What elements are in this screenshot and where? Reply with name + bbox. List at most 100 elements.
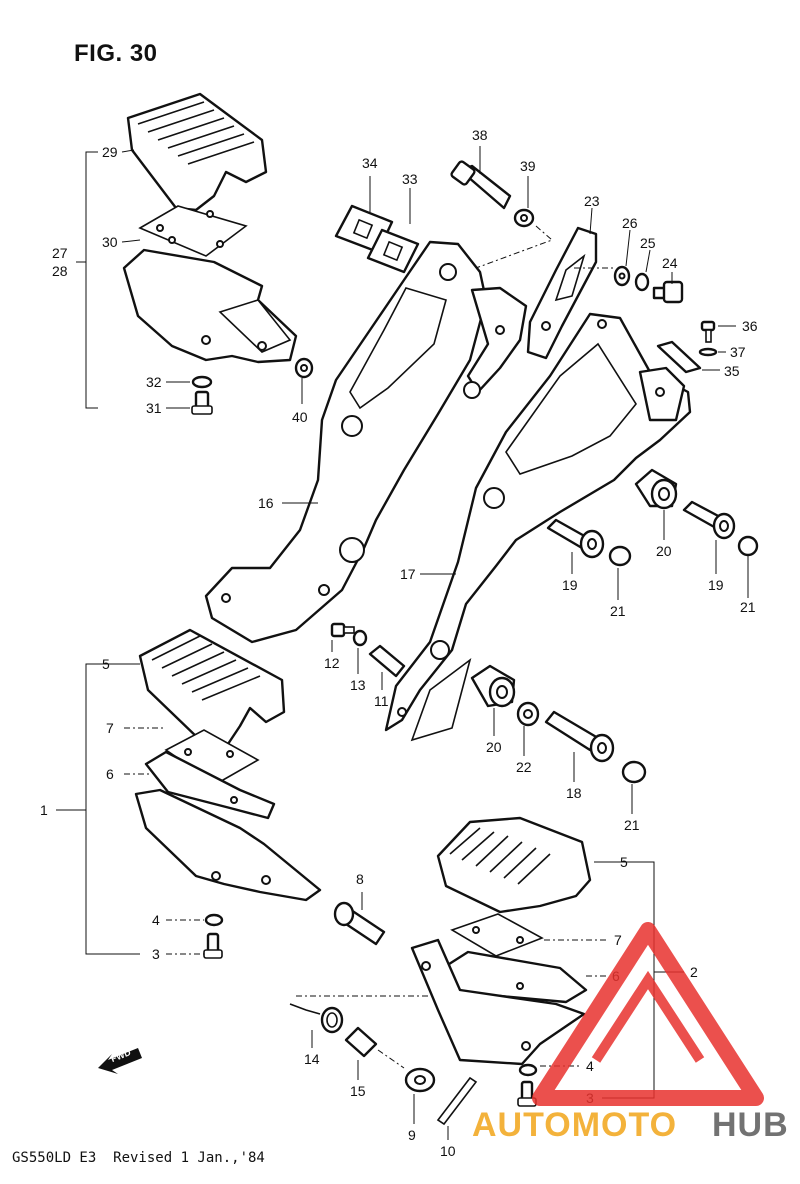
bracket-16 <box>204 240 528 644</box>
callout-14: 14 <box>304 1051 320 1067</box>
callout-26: 26 <box>622 215 638 231</box>
callout-5-right: 5 <box>620 854 628 870</box>
bolt-24 <box>652 280 684 304</box>
washer-4-right <box>518 1063 538 1077</box>
callout-12: 12 <box>324 655 340 671</box>
footrest-plate-30 <box>138 205 248 257</box>
footrest-pad-5-left <box>138 628 286 746</box>
footrest-pad-5-right <box>436 816 592 914</box>
callout-1: 1 <box>40 802 48 818</box>
washer-22 <box>516 701 540 727</box>
pin-8 <box>333 901 386 946</box>
collar-15 <box>344 1026 378 1058</box>
callout-25: 25 <box>640 235 656 251</box>
footrest-bracket-upper <box>122 248 298 364</box>
cotter-pin-10 <box>436 1076 478 1126</box>
washer-13 <box>352 629 368 647</box>
cap-21-a <box>608 545 632 567</box>
plate-23 <box>526 226 598 360</box>
callout-7-left: 7 <box>106 720 114 736</box>
callout-7-right: 7 <box>614 932 622 948</box>
callout-9: 9 <box>408 1127 416 1143</box>
callout-15: 15 <box>350 1083 366 1099</box>
callout-32: 32 <box>146 374 162 390</box>
washer-4-left <box>204 913 224 927</box>
callout-18: 18 <box>566 785 582 801</box>
footer-revision-note: GS550LD E3 Revised 1 Jan.,'84 <box>12 1150 265 1166</box>
cap-21-c <box>621 760 647 784</box>
footrest-base-left <box>134 788 322 902</box>
callout-19-right: 19 <box>708 577 724 593</box>
bolt-18 <box>544 710 615 763</box>
callout-4-left: 4 <box>152 912 160 928</box>
callout-21-c: 21 <box>624 817 640 833</box>
callout-35: 35 <box>724 363 740 379</box>
callout-29: 29 <box>102 144 118 160</box>
callout-20-lower: 20 <box>486 739 502 755</box>
callout-30: 30 <box>102 234 118 250</box>
bolt-38 <box>450 160 512 210</box>
plate-11 <box>368 644 406 678</box>
bolt-3-right <box>517 1080 537 1107</box>
washer-32 <box>191 375 213 389</box>
bracket-17 <box>384 312 692 742</box>
callout-6-left: 6 <box>106 766 114 782</box>
callout-3-left: 3 <box>152 946 160 962</box>
callout-19-left: 19 <box>562 577 578 593</box>
callout-38: 38 <box>472 127 488 143</box>
figure-title: FIG. 30 <box>74 40 158 67</box>
callout-28: 28 <box>52 263 68 279</box>
callout-23: 23 <box>584 193 600 209</box>
callout-21-a: 21 <box>610 603 626 619</box>
watermark-logo: AUTOMOTO HUB <box>472 922 789 1144</box>
washer-37 <box>698 347 718 357</box>
callout-13: 13 <box>350 677 366 693</box>
callout-31: 31 <box>146 400 162 416</box>
watermark-text-part2: HUB <box>712 1106 789 1144</box>
callout-21-b: 21 <box>740 599 756 615</box>
rubber-33 <box>366 228 420 274</box>
footrest-bracket-6-left <box>144 750 276 820</box>
callout-40: 40 <box>292 409 308 425</box>
callout-34: 34 <box>362 155 378 171</box>
washer-9 <box>404 1067 436 1093</box>
fwd-arrow-icon: FWD <box>98 1047 142 1074</box>
collar-20-lower <box>470 664 516 708</box>
footrest-base-right <box>410 938 586 1066</box>
callout-37: 37 <box>730 344 746 360</box>
watermark-triangle-icon <box>532 922 764 1106</box>
callout-39: 39 <box>520 158 536 174</box>
callout-33: 33 <box>402 171 418 187</box>
callout-5-left: 5 <box>102 656 110 672</box>
washer-26 <box>613 265 631 287</box>
nut-40 <box>294 357 314 379</box>
callout-10: 10 <box>440 1143 456 1159</box>
screw-36 <box>700 320 716 343</box>
footrest-pad-29 <box>126 92 268 212</box>
washer-25 <box>634 272 650 292</box>
callout-2: 2 <box>690 964 698 980</box>
bolt-3-left <box>203 932 223 959</box>
washer-39 <box>513 208 535 228</box>
footrest-plate-7-right <box>450 913 544 957</box>
bolt-12 <box>330 622 355 638</box>
cap-21-b <box>737 535 759 557</box>
callout-labels: 29 27 28 30 32 31 40 38 39 34 33 23 26 2… <box>40 127 758 1159</box>
collar-20-upper <box>634 468 678 510</box>
callout-20-upper: 20 <box>656 543 672 559</box>
leader-lines <box>56 146 749 1140</box>
bolt-31 <box>191 390 213 415</box>
callout-27: 27 <box>52 245 68 261</box>
callout-24: 24 <box>662 255 678 271</box>
callout-16: 16 <box>258 495 274 511</box>
callout-8: 8 <box>356 871 364 887</box>
spring-14 <box>289 1003 344 1034</box>
bolt-19-right <box>682 500 736 540</box>
callout-4-right: 4 <box>586 1058 594 1074</box>
watermark-text-part1: AUTOMOTO <box>472 1106 677 1144</box>
callout-36: 36 <box>742 318 758 334</box>
callout-22: 22 <box>516 759 532 775</box>
callout-17: 17 <box>400 566 416 582</box>
callout-11: 11 <box>374 693 389 709</box>
